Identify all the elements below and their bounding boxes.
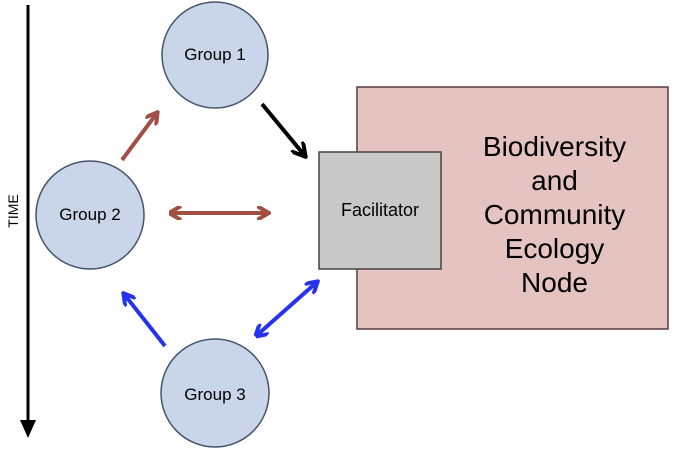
node-line-5: Node: [521, 267, 588, 298]
group-1-circle: [161, 1, 269, 109]
facilitator-label: Facilitator: [340, 199, 420, 220]
facilitator-box: [318, 151, 442, 270]
time-axis-arrowhead: [20, 420, 36, 438]
arrow-group2-to-group1: [120, 113, 157, 162]
node-line-1: Biodiversity: [482, 131, 627, 162]
node-line-4: Ecology: [504, 233, 605, 264]
arrow-group1-to-facilitator: [260, 102, 305, 156]
node-line-2: and: [531, 165, 578, 196]
time-axis-label: TIME: [5, 194, 21, 228]
group-3-label: Group 3: [184, 385, 246, 404]
group-3-circle: [160, 338, 270, 448]
biodiversity-node-label: Biodiversity and Community Ecology Node: [441, 120, 668, 310]
group-2-label: Group 2: [59, 205, 121, 224]
arrow-group3-facilitator-double: [256, 282, 317, 336]
group-2-circle: [35, 160, 145, 270]
group-1-label: Group 1: [184, 45, 246, 64]
node-line-3: Community: [483, 199, 626, 230]
arrow-group3-to-group2: [124, 294, 167, 348]
